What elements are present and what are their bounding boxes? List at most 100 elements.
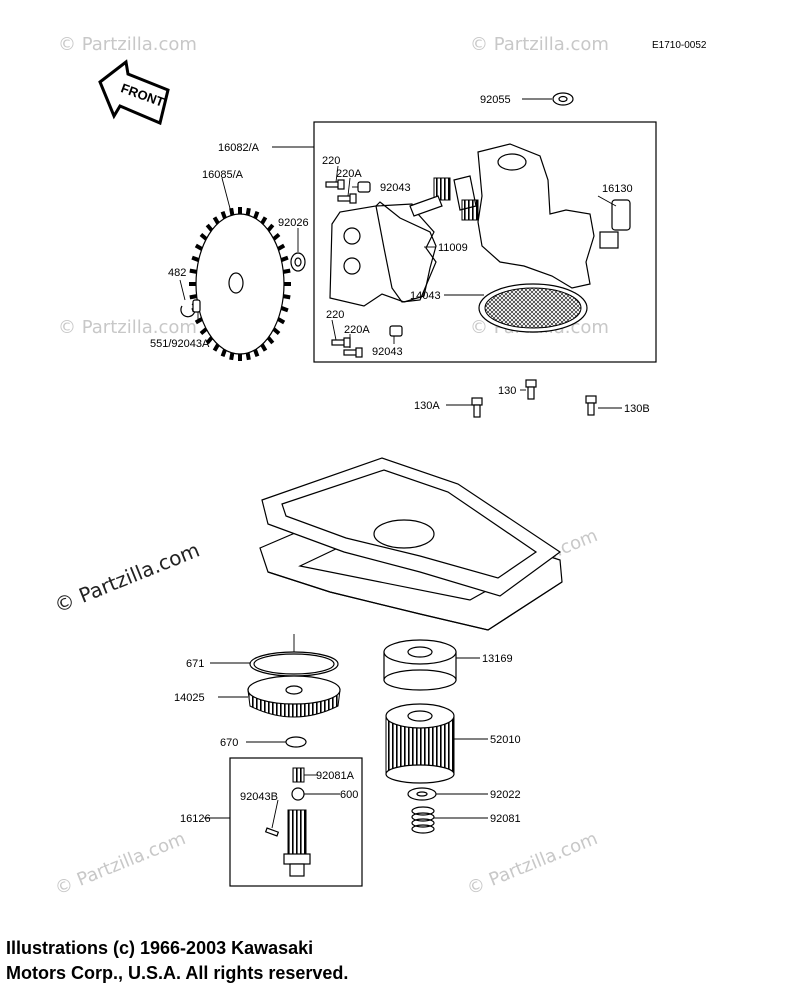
- pin-551: [192, 299, 201, 313]
- part-label: 551/92043A: [150, 338, 210, 350]
- part-label: 130: [498, 385, 516, 397]
- sprocket-teeth: [189, 207, 291, 361]
- part-label: 16085/A: [202, 169, 244, 181]
- sprocket-tooth: [194, 317, 203, 325]
- sprocket-tooth: [205, 336, 214, 345]
- part-label: 16130: [602, 183, 633, 195]
- part-label: 220A: [344, 324, 370, 336]
- pin-92043B: [264, 827, 280, 837]
- filter-holder-14025: [247, 675, 341, 718]
- sprocket-tooth: [260, 343, 268, 352]
- pump-cover-boss: [343, 227, 361, 245]
- oil-strainer-mesh: [484, 287, 582, 329]
- spring-92081A: [292, 767, 305, 783]
- part-label: 482: [168, 267, 186, 279]
- sprocket-tooth: [220, 210, 227, 219]
- part-label: 11009: [438, 242, 468, 254]
- spring-92081: [411, 806, 435, 834]
- part-label: 92081A: [316, 770, 355, 782]
- oil-seal-92026-bore: [294, 257, 302, 267]
- sprocket-tooth: [212, 216, 220, 225]
- bolt-130A: [471, 397, 483, 418]
- bolt-130B: [585, 395, 597, 416]
- watermark-text: © Partzilla.com: [51, 538, 203, 618]
- diagram-code: E1710-0052: [652, 40, 707, 51]
- ball-600: [291, 787, 305, 801]
- sprocket-tooth: [277, 243, 286, 251]
- washer-92022: [407, 787, 437, 801]
- bolt-130: [525, 379, 537, 400]
- part-label: 92022: [490, 789, 521, 801]
- part-label: 92043: [372, 346, 403, 358]
- watermark-text: © Partzilla.com: [470, 34, 609, 55]
- sprocket-tooth: [282, 268, 291, 274]
- part-label: 52010: [490, 734, 521, 746]
- sprocket-tooth: [282, 294, 291, 300]
- pump-screws: [325, 179, 403, 358]
- sprocket-tooth: [189, 294, 198, 300]
- pump-cover-boss: [343, 257, 361, 275]
- sprocket-tooth: [229, 207, 235, 216]
- part-label: 130B: [624, 403, 650, 415]
- copyright-notice: Illustrations (c) 1966-2003 Kawasaki Mot…: [6, 936, 606, 986]
- sprocket-tooth: [245, 207, 251, 216]
- oil-seal-92026: [290, 252, 306, 272]
- copyright-line: Motors Corp., U.S.A. All rights reserved…: [6, 963, 349, 983]
- sprocket-tooth: [277, 317, 286, 325]
- oil-pan-gasket: [261, 457, 562, 597]
- oil-seal-92055: [552, 92, 574, 106]
- part-label: 220: [326, 309, 344, 321]
- front-arrow-icon: FRONT: [98, 59, 170, 126]
- part-label: 13169: [482, 653, 513, 665]
- watermark-text: © Partzilla.com: [58, 34, 197, 55]
- part-label: 670: [220, 737, 238, 749]
- part-label: 220: [322, 155, 340, 167]
- oil-screen-671: [249, 634, 339, 677]
- sprocket-tooth: [245, 352, 251, 361]
- sprocket-tooth: [199, 232, 208, 241]
- part-labels: 92055 16082/A 16085/A 220 220A 92043 161…: [150, 94, 650, 825]
- part-label: 92055: [480, 94, 511, 106]
- sprocket-tooth: [189, 268, 198, 274]
- filter-cover-13169: [383, 639, 457, 691]
- watermark-text: © Partzilla.com: [58, 317, 197, 338]
- oil-pump-body: [409, 143, 595, 289]
- leader-lines: [179, 98, 622, 829]
- part-label: 671: [186, 658, 204, 670]
- sprocket-tooth: [199, 327, 208, 336]
- part-label: 92043: [380, 182, 411, 194]
- part-label: 130A: [414, 400, 440, 412]
- relief-valve-group-frame: [229, 757, 363, 887]
- sprocket-tooth: [220, 349, 227, 358]
- relief-valve-16126: [283, 809, 311, 877]
- part-label: 14025: [174, 692, 205, 704]
- sprocket-tooth: [280, 255, 289, 262]
- sprocket-tooth: [260, 216, 268, 225]
- part-label: 92026: [278, 217, 309, 229]
- part-label: 92081: [490, 813, 521, 825]
- sprocket-tooth: [205, 223, 214, 232]
- sprocket-tooth: [212, 343, 220, 352]
- part-label: 92043B: [240, 791, 278, 803]
- o-ring-670: [285, 736, 307, 748]
- sprocket-tooth: [194, 243, 203, 251]
- sprocket-tooth: [266, 336, 275, 345]
- part-label: 600: [340, 789, 358, 801]
- part-label: 14043: [410, 290, 441, 302]
- watermark-text: © Partzilla.com: [52, 828, 189, 900]
- part-label: 16126: [180, 813, 211, 825]
- oil-filter-52010: [385, 703, 455, 784]
- sprocket-tooth: [266, 223, 275, 232]
- fitting-16130: [599, 199, 631, 249]
- part-label: 220A: [336, 168, 362, 180]
- sprocket-tooth: [191, 255, 200, 262]
- copyright-line: Illustrations (c) 1966-2003 Kawasaki: [6, 938, 314, 958]
- watermark-text: © Partzilla.com: [464, 828, 601, 900]
- sprocket-tooth: [253, 210, 260, 219]
- sprocket-tooth: [229, 352, 235, 361]
- oil-pump-sprocket: [189, 207, 291, 361]
- sprocket-tooth: [280, 306, 289, 313]
- sprocket-tooth: [272, 327, 281, 336]
- sprocket-tooth: [253, 349, 260, 358]
